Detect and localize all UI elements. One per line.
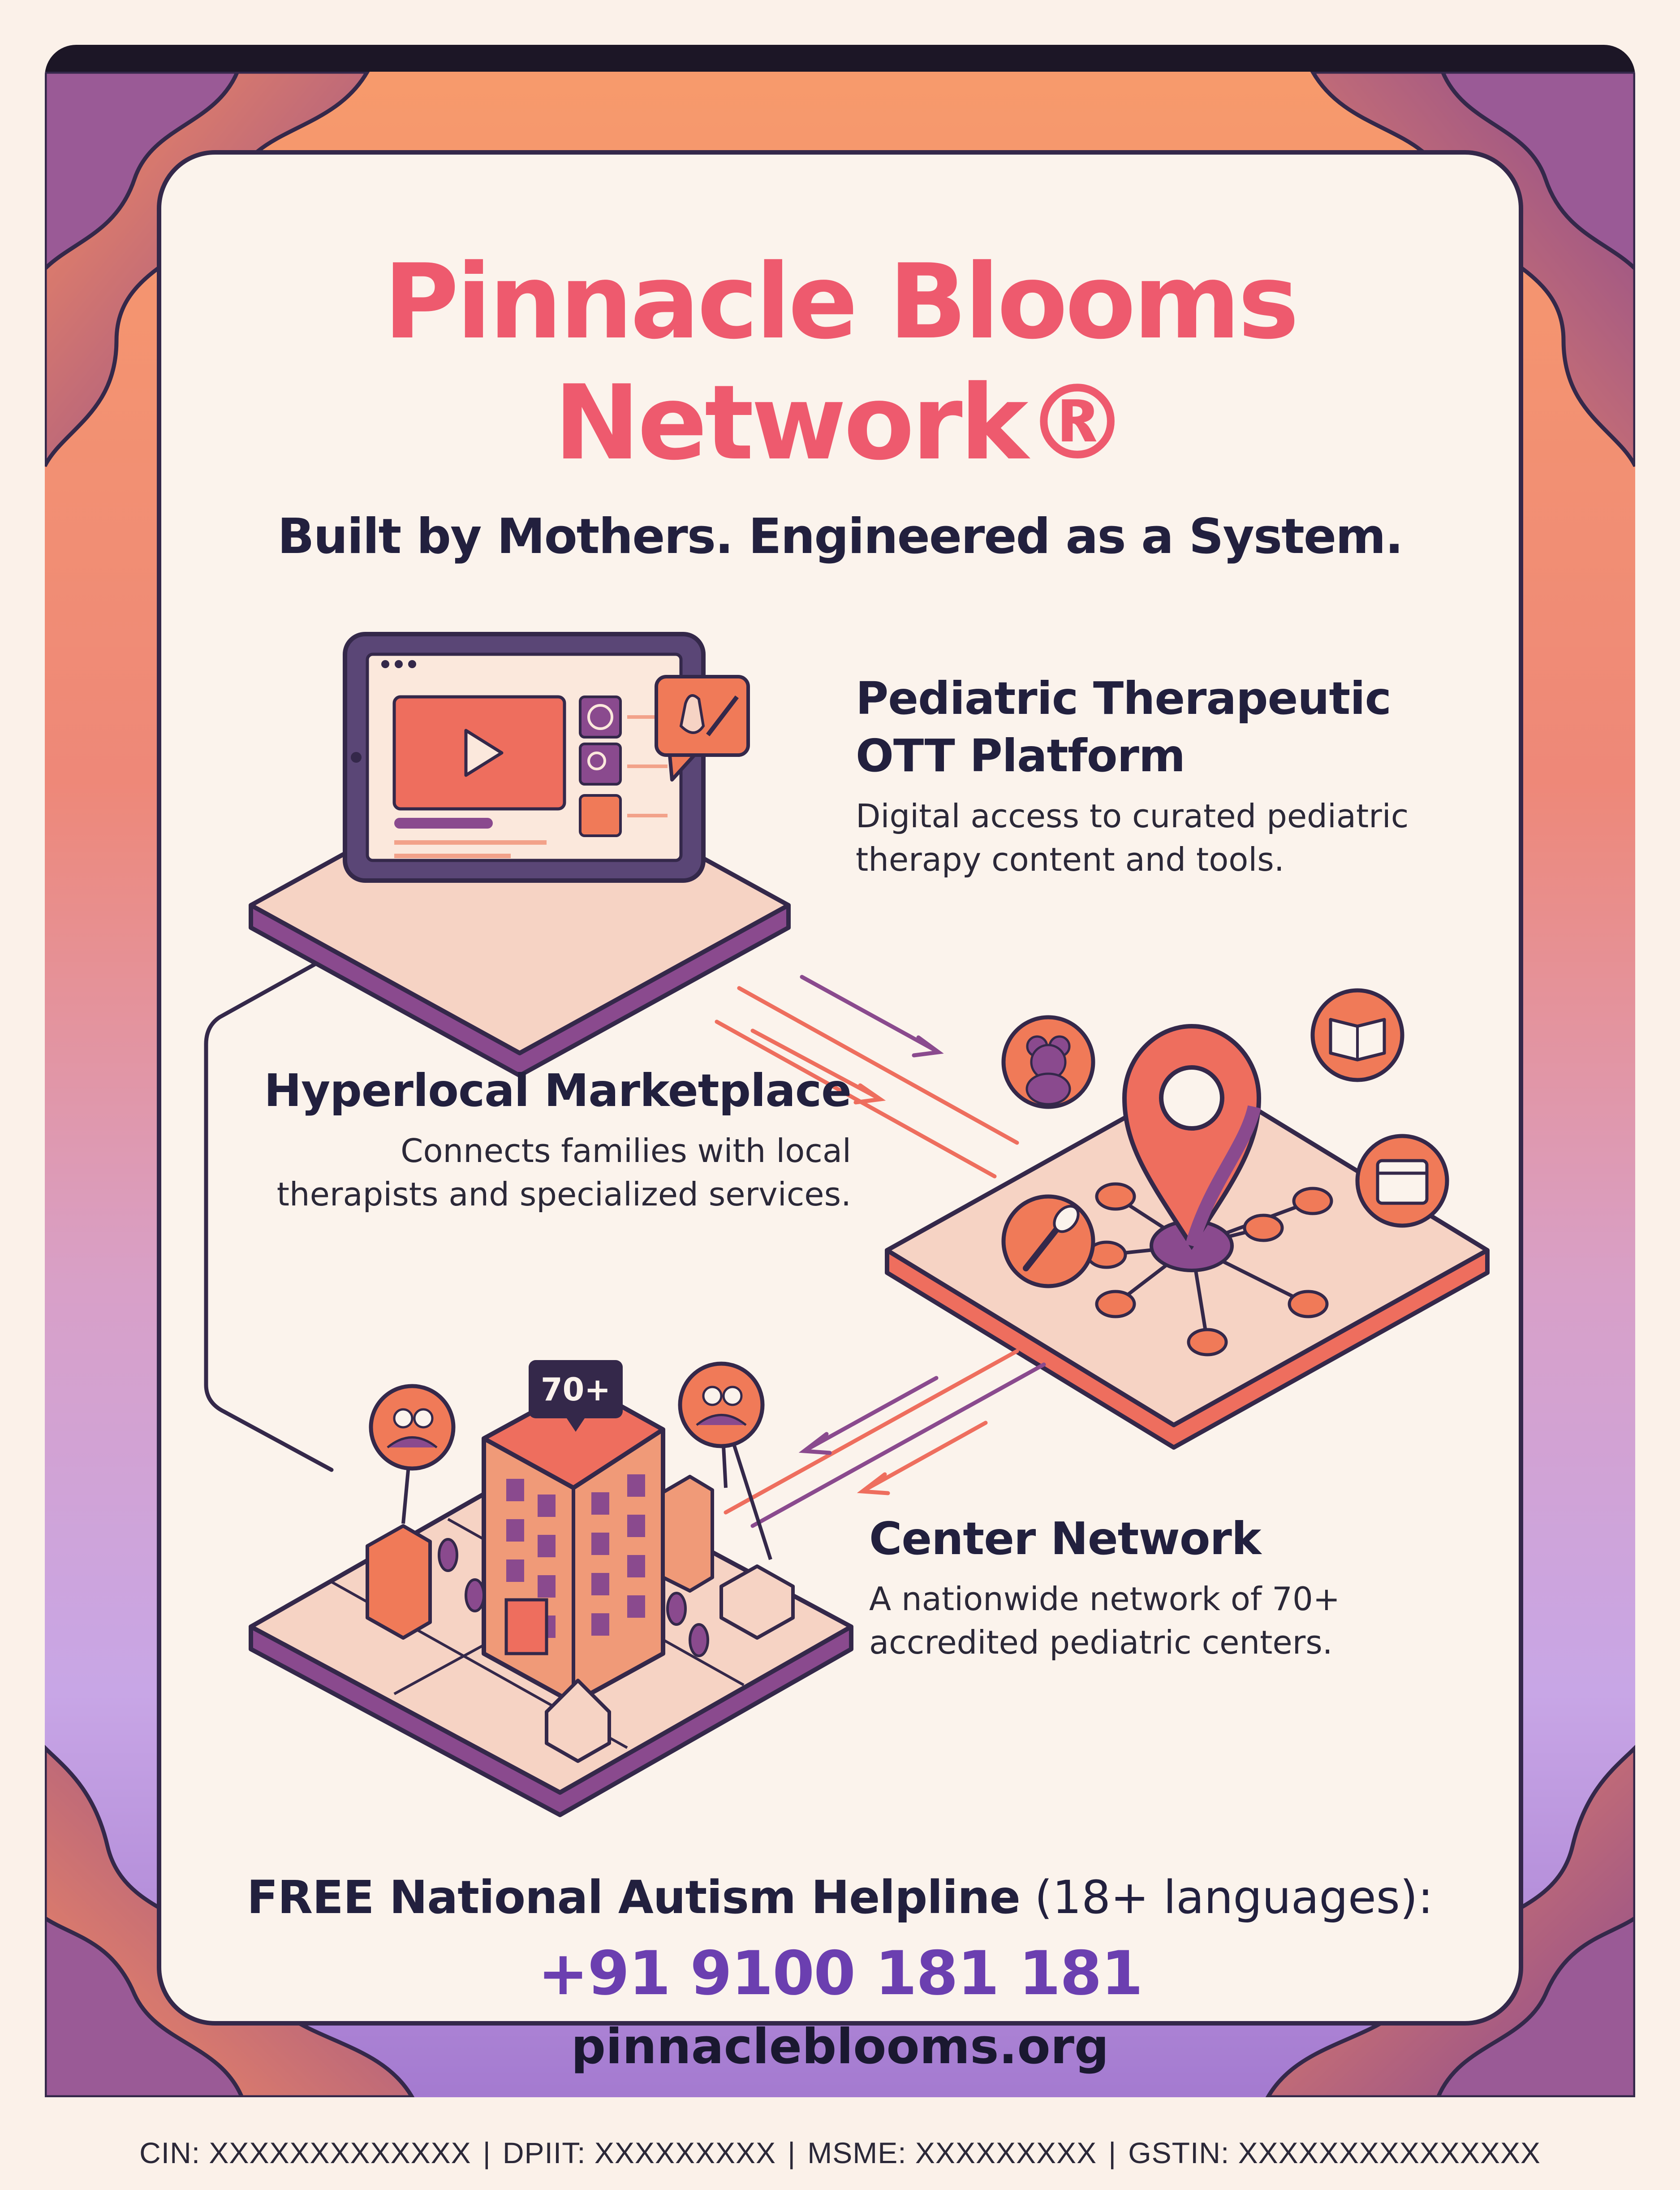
footer-separator: | (788, 2136, 796, 2169)
people-group-icon (678, 1361, 765, 1448)
registration-footer: CIN: XXXXXXXXXXXXX | DPIIT: XXXXXXXXX | … (0, 2115, 1680, 2190)
gradient-border (45, 72, 1635, 2097)
helpline-text: FREE National Autism Helpline (18+ langu… (45, 1871, 1635, 1924)
title-line-1: Pinnacle Blooms (383, 242, 1299, 362)
badge-text: 70+ (541, 1371, 611, 1408)
tagline: Built by Mothers. Engineered as a System… (277, 509, 1403, 565)
footer-cin: CIN: XXXXXXXXXXXXX (139, 2136, 471, 2169)
title-line-2: Network® (554, 363, 1129, 483)
marketplace-map-illustration (885, 988, 1490, 1450)
center-network-city-illustration: 70+ (249, 1360, 853, 1817)
helpline-languages: (18+ languages): (1020, 1871, 1434, 1924)
section-center-network: Center Network A nationwide network of 7… (869, 1510, 1452, 1664)
ott-platform-illustration (249, 632, 791, 1078)
section-heading: Pediatric Therapeutic (856, 672, 1391, 725)
footer-dpiit: DPIIT: XXXXXXXXX (502, 2136, 776, 2169)
people-group-icon (369, 1384, 456, 1471)
poster-frame: 70+ Pinnacle Blooms Network® Built by Mo… (45, 45, 1635, 2097)
section-description: therapy content and tools. (856, 841, 1284, 878)
helpline-label: FREE National Autism Helpline (246, 1871, 1021, 1924)
footer-separator: | (482, 2136, 491, 2169)
section-heading: Hyperlocal Marketplace (264, 1064, 852, 1117)
network-illustration: 70+ (204, 632, 1490, 1817)
section-description: Digital access to curated pediatric (856, 797, 1409, 835)
section-description: A nationwide network of 70+ (869, 1580, 1340, 1618)
website-link[interactable]: pinnacleblooms.org (571, 2019, 1109, 2075)
helpline-phone[interactable]: +91 9100 181 181 (538, 1938, 1143, 2009)
section-heading: OTT Platform (856, 730, 1185, 782)
footer-gstin: GSTIN: XXXXXXXXXXXXXXX (1128, 2136, 1541, 2169)
section-marketplace: Hyperlocal Marketplace Connects families… (193, 1062, 852, 1216)
footer-separator: | (1108, 2136, 1117, 2169)
page-title: Pinnacle Blooms Network® (45, 242, 1635, 484)
section-description: Connects families with local (401, 1132, 851, 1170)
section-ott: Pediatric Therapeutic OTT Platform Digit… (856, 670, 1438, 881)
section-description: therapists and specialized services. (276, 1175, 851, 1213)
footer-msme: MSME: XXXXXXXXX (807, 2136, 1097, 2169)
location-pin-icon (1122, 1024, 1262, 1250)
section-heading: Center Network (869, 1512, 1261, 1565)
section-description: accredited pediatric centers. (869, 1624, 1333, 1661)
badge-count (529, 1360, 623, 1418)
